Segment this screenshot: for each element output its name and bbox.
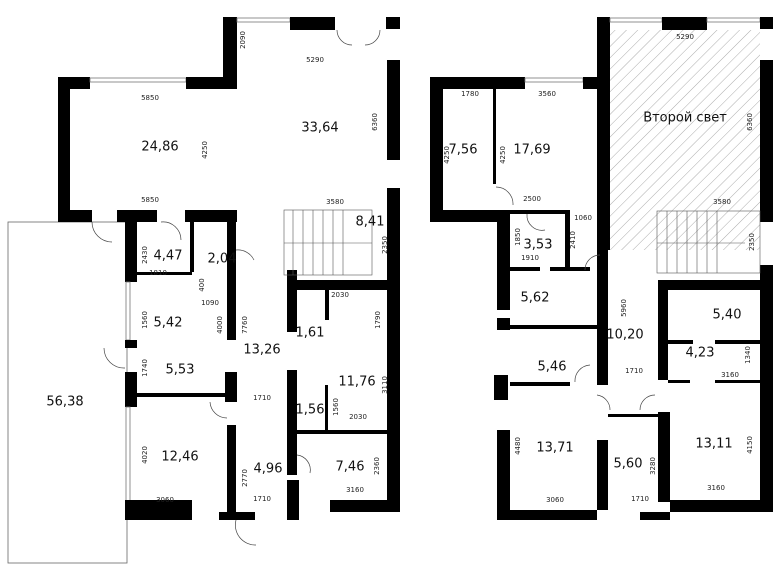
dimension-label: 400 [198,278,206,291]
upper-staircase [656,210,761,274]
dimension-label: 5960 [620,299,628,317]
room-area-label: 13,71 [536,441,573,456]
dimension-label: 1790 [374,311,382,329]
dimension-label: 1780 [461,90,479,98]
room-area-label: 5,62 [521,291,550,306]
dimension-label: 4150 [746,436,754,454]
dimension-label: 2090 [239,31,247,49]
dimension-label: 3580 [326,198,344,206]
room-area-label: 11,76 [338,375,375,390]
dimension-label: 1560 [332,398,340,416]
dimension-label: 3560 [538,90,556,98]
dimension-label: 3160 [346,486,364,494]
room-area-label: 17,69 [513,143,550,158]
room-area-label: 24,86 [141,140,178,155]
room-area-label: 1,61 [296,326,325,341]
dimension-label: 2350 [381,236,389,254]
dimension-label: 4480 [514,437,522,455]
dimension-label: 5850 [141,94,159,102]
room-area-label: 56,38 [46,395,83,410]
dimension-label: 6360 [371,113,379,131]
room-area-label: 3,53 [524,238,553,253]
dimension-label: 1560 [141,311,149,329]
upper-floor-plan [430,17,773,520]
dimension-label: 1710 [625,367,643,375]
room-area-label: 4,23 [686,346,715,361]
dimension-label: 7760 [241,316,249,334]
room-area-label: 7,56 [449,143,478,158]
room-area-label: 13,11 [695,437,732,452]
dimension-label: 1850 [514,228,522,246]
dimension-label: 2360 [373,457,381,475]
double-height-area [610,30,760,250]
dimension-label: 2350 [748,233,756,251]
dimension-label: 3160 [721,371,739,379]
dimension-label: 1060 [574,214,592,222]
dimension-label: 3280 [649,457,657,475]
dimension-label: 4020 [141,446,149,464]
room-area-label: 4,47 [154,249,183,264]
double-height-label: Второй свет [643,111,727,126]
dimension-label: 3060 [156,496,174,504]
dimension-label: 5850 [141,196,159,204]
ground-floor-walls [58,17,400,520]
room-area-label: 13,26 [243,343,280,358]
dimension-label: 2410 [569,231,577,249]
upper-floor-walls [430,17,773,520]
dimension-label: 6360 [746,113,754,131]
room-area-label: 12,46 [161,450,198,465]
dimension-label: 2500 [523,195,541,203]
upper-floor-doors [495,186,656,411]
dimension-label: 1810 [149,269,167,277]
dimension-label: 4250 [201,141,209,159]
room-area-label: 5,46 [538,360,567,375]
ground-floor-doors [91,29,381,546]
dimension-label: 1090 [201,299,219,307]
dimension-label: 4250 [499,146,507,164]
staircase [283,209,373,276]
dimension-label: 3160 [707,484,725,492]
dimension-label: 3060 [546,496,564,504]
ground-floor-plan [7,17,400,564]
dimension-label: 5290 [676,33,694,41]
dimension-label: 2430 [141,246,149,264]
room-area-label: 2,04 [208,252,237,267]
room-area-label: 5,60 [614,457,643,472]
terrace [7,221,128,564]
room-area-label: 33,64 [301,121,338,136]
dimension-label: 1910 [521,254,539,262]
dimension-label: 1710 [631,495,649,503]
room-area-label: 8,41 [356,215,385,230]
dimension-label: 5290 [306,56,324,64]
dimension-label: 3110 [381,376,389,394]
dimension-label: 2770 [241,469,249,487]
dimension-label: 1710 [253,394,271,402]
room-area-label: 4,96 [254,462,283,477]
room-area-label: 7,46 [336,460,365,475]
dimension-label: 1710 [253,495,271,503]
dimension-label: 4000 [216,316,224,334]
dimension-label: 1340 [744,346,752,364]
room-area-label: 5,53 [166,363,195,378]
room-area-label: 5,40 [713,308,742,323]
room-area-label: 1,56 [296,403,325,418]
dimension-label: 2030 [331,291,349,299]
dimension-label: 2030 [349,413,367,421]
room-area-label: 5,42 [154,316,183,331]
dimension-label: 3580 [713,198,731,206]
labels: 24,86 33,64 8,41 4,47 2,04 5,42 5,53 13,26 1,61 1… [46,31,756,504]
room-area-label: 10,20 [606,328,643,343]
dimension-label: 4250 [443,146,451,164]
dimension-label: 1740 [141,359,149,377]
